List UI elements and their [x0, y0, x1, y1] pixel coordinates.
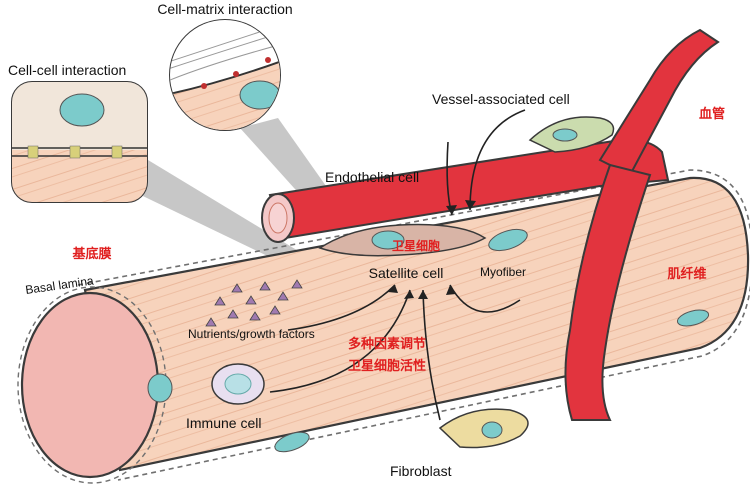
basal-lamina-outline: [77, 169, 750, 481]
label-myofiber: Myofiber: [480, 265, 526, 279]
label-myofiber-cn: 肌纤维: [667, 266, 706, 282]
nutrient-triangles: [205, 279, 303, 327]
satellite-cell: [318, 223, 487, 257]
label-cell-cell: Cell-cell interaction: [8, 62, 126, 78]
label-factors-cn-2: 卫星细胞活性: [348, 358, 426, 374]
zoom-cone-cell-cell: [120, 160, 300, 262]
label-factors-cn-1: 多种因素调节: [348, 336, 426, 352]
blood-vessel: [261, 28, 720, 421]
label-immune: Immune cell: [186, 415, 261, 431]
label-endothelial: Endothelial cell: [325, 169, 419, 185]
label-nutrients: Nutrients/growth factors: [188, 327, 315, 341]
signal-arrows: [269, 109, 526, 421]
label-satellite: Satellite cell: [369, 265, 444, 281]
myonuclei: [147, 228, 710, 453]
label-basal-lamina-cn: 基底膜: [71, 246, 111, 262]
label-satellite-cn: 卫星细胞: [392, 238, 440, 253]
label-fibroblast: Fibroblast: [390, 463, 452, 479]
label-cell-matrix: Cell-matrix interaction: [157, 1, 292, 17]
label-blood-vessel-cn: 血管: [699, 106, 725, 122]
cell-cell-inset: [11, 81, 148, 203]
cell-matrix-inset: [169, 19, 281, 131]
arrow-heads: [388, 200, 476, 299]
label-vessel-associated: Vessel-associated cell: [432, 91, 570, 107]
immune-cell: [211, 363, 265, 405]
fibroblast-cell: [438, 408, 529, 449]
